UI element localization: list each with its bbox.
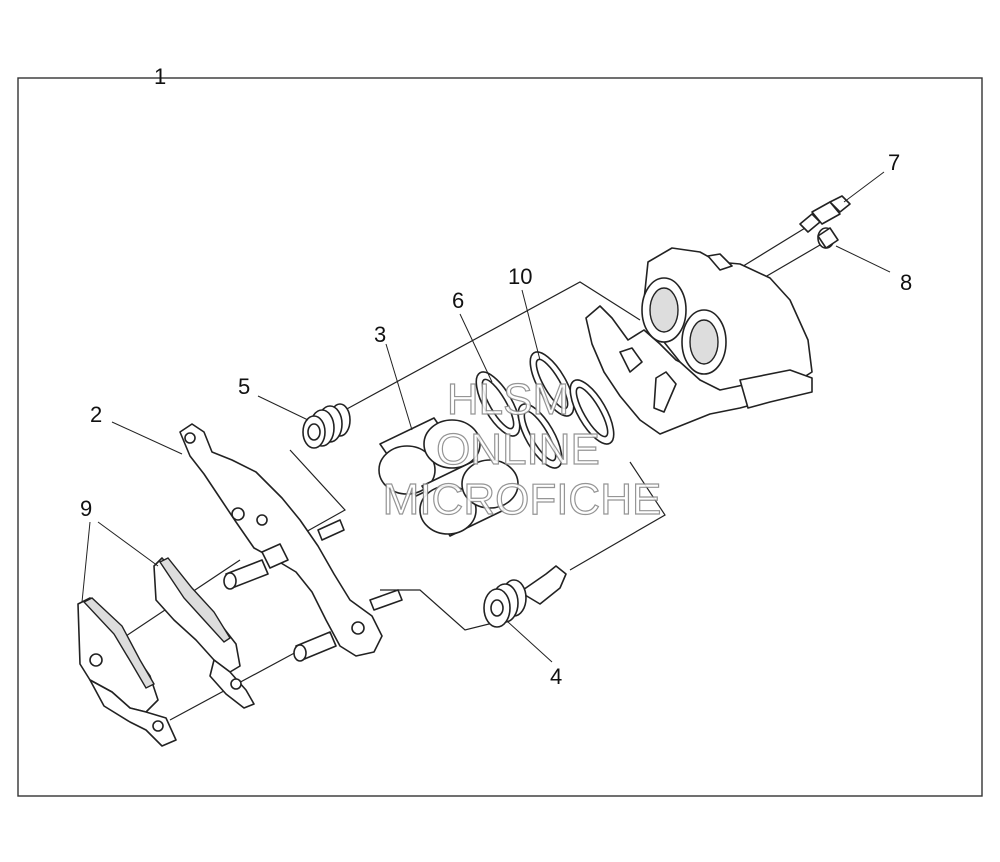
callout-10: 10 xyxy=(508,264,532,289)
callout-8: 8 xyxy=(900,270,912,295)
callout-1: 1 xyxy=(154,64,166,89)
piston-seals xyxy=(475,351,615,469)
caliper-housing xyxy=(585,247,813,435)
callout-2: 2 xyxy=(90,402,102,427)
pistons xyxy=(378,417,519,537)
bleeder-valve xyxy=(799,195,851,233)
callout-3: 3 xyxy=(374,322,386,347)
callout-labels: 1 2 3 4 5 6 7 8 9 10 xyxy=(80,64,912,689)
callout-4: 4 xyxy=(550,664,562,689)
callout-9: 9 xyxy=(80,496,92,521)
watermark-line-2: ONLINE xyxy=(436,425,600,474)
pin-boot-upper xyxy=(302,403,351,449)
watermark-line-1: HLSM xyxy=(447,375,569,424)
callout-6: 6 xyxy=(452,288,464,313)
leader-lines xyxy=(81,78,891,663)
brake-pads xyxy=(77,557,255,747)
caliper-bracket xyxy=(179,423,403,662)
bleeder-cap xyxy=(817,227,839,249)
watermark-line-3: MICROFICHE xyxy=(383,475,662,524)
watermark: HLSM ONLINE MICROFICHE xyxy=(382,374,662,524)
assembly-frame xyxy=(17,77,983,797)
callout-7: 7 xyxy=(888,150,900,175)
callout-5: 5 xyxy=(238,374,250,399)
slide-pin xyxy=(483,565,567,628)
